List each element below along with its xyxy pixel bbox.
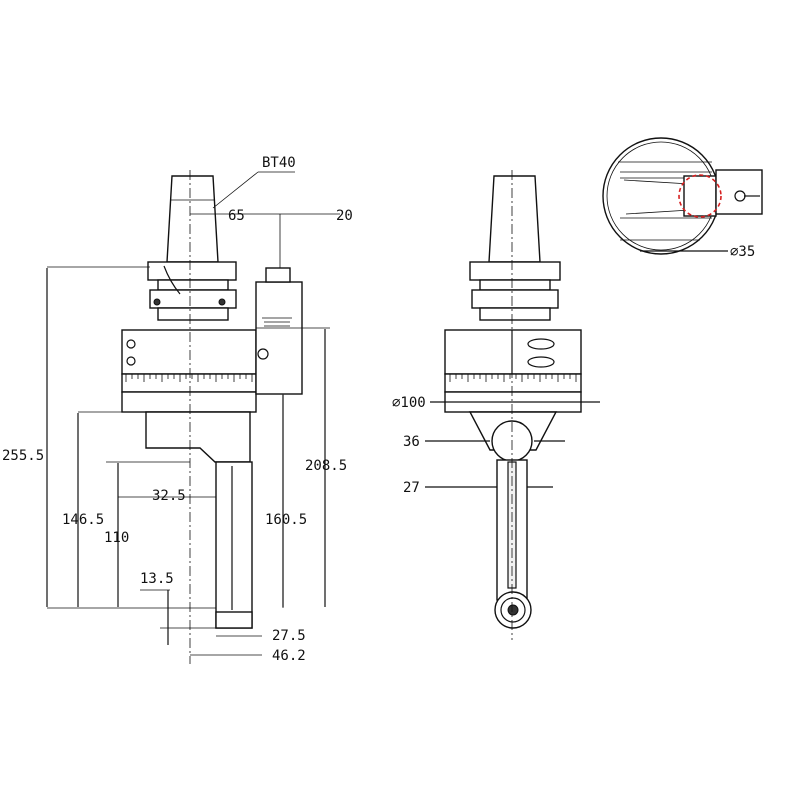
dim-208-5: 208.5 (305, 458, 347, 474)
dim-160-5: 160.5 (265, 512, 307, 528)
dim-32-5: 32.5 (152, 488, 186, 504)
dim-46-2: 46.2 (272, 648, 306, 664)
scale-ring (121, 373, 257, 393)
side-block (255, 281, 303, 395)
dim-255-5: 255.5 (2, 448, 44, 464)
flange (147, 261, 237, 281)
housing (121, 329, 257, 375)
front-scale-ring (444, 373, 582, 393)
dim-27: 27 (403, 480, 420, 496)
dim-110: 110 (104, 530, 129, 546)
front-housing (444, 329, 582, 375)
right-angle-arm (145, 411, 251, 463)
dim-13-5: 13.5 (140, 571, 174, 587)
detail-view: ∅35 (602, 137, 763, 260)
side-view: BT40 65 20 255.5 208.5 146.5 110 160.5 3… (2, 155, 353, 664)
bt40-taper (166, 175, 219, 263)
dim-27-5: 27.5 (272, 628, 306, 644)
dim-65: 65 (228, 208, 245, 224)
dim-diameter-35: ∅35 (730, 244, 755, 260)
spindle (215, 461, 253, 629)
detail-highlight-circle (678, 174, 722, 218)
front-view: ∅100 36 27 (392, 170, 600, 640)
dim-36: 36 (403, 434, 420, 450)
dim-diameter-100: ∅100 (392, 395, 426, 411)
dim-20: 20 (336, 208, 353, 224)
dim-146-5: 146.5 (62, 512, 104, 528)
scale-ticks (125, 374, 253, 382)
bt40-label: BT40 (262, 155, 296, 171)
front-taper (488, 175, 541, 263)
